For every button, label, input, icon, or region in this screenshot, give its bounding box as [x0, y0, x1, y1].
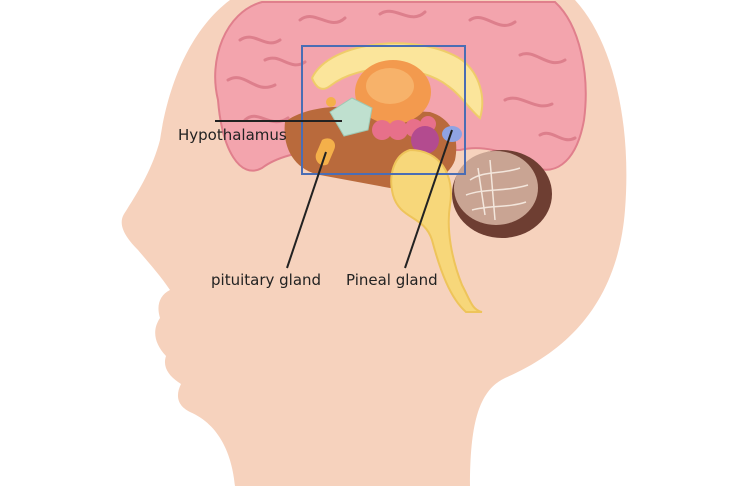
- mammillary-body: [326, 97, 336, 107]
- brainstem: [390, 148, 483, 313]
- hypothalamus-label: Hypothalamus: [178, 126, 287, 144]
- hypothalamus-region: [329, 97, 373, 137]
- pineal-gland-label: Pineal gland: [346, 271, 438, 289]
- pituitary-leader-line: [286, 151, 327, 269]
- highlight-box: [301, 45, 466, 175]
- midbrain: [411, 126, 439, 154]
- cerebellum-surface: [454, 151, 538, 225]
- cortex-gyri: [226, 9, 577, 142]
- cerebellum-folia: [465, 159, 529, 221]
- thalamus-highlight: [366, 68, 414, 104]
- corpus-callosum: [310, 42, 484, 120]
- pineal-gland-shape: [442, 126, 462, 142]
- pineal-leader-line: [404, 129, 453, 269]
- pituitary-gland-label: pituitary gland: [211, 271, 322, 289]
